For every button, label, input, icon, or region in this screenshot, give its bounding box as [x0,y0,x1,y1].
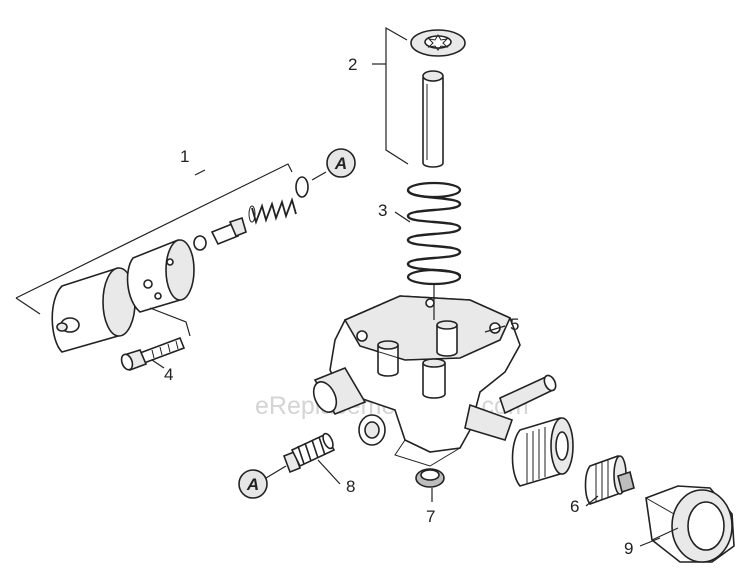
leader-5 [484,325,506,333]
part-9-nut [645,485,735,563]
part-7-seal [415,468,445,488]
connection-mark-a-top: A [326,148,356,178]
leader-3 [394,211,411,223]
callout-2: 2 [348,55,357,74]
leader-9 [639,537,661,547]
mark-a-top-label: A [334,154,347,173]
connection-mark-a-bottom: A [238,469,268,499]
part-1-unloader-assembly [51,176,309,353]
leader-lines [15,26,661,547]
leader-4 [151,359,165,369]
part-5-pump-manifold [312,295,557,467]
threaded-fitting [511,417,574,487]
callout-4: 4 [164,365,173,384]
leader-8 [317,459,341,485]
callout-3: 3 [378,201,387,220]
part-8-check-valve [282,432,336,474]
part-2-washer-and-pin [410,29,466,168]
callout-9: 9 [624,539,633,558]
callout-1: 1 [180,147,189,166]
callout-5: 5 [510,315,519,334]
part-4-bolt [120,336,186,372]
leader-1 [15,163,293,299]
callout-6: 6 [570,497,579,516]
part-6-nozzle [584,455,635,505]
part-3-spring [406,181,462,286]
callout-7: 7 [426,507,435,526]
leader-6 [585,495,599,507]
mark-a-bottom-label: A [246,475,259,494]
callout-8: 8 [346,477,355,496]
leader-2 [385,26,409,165]
